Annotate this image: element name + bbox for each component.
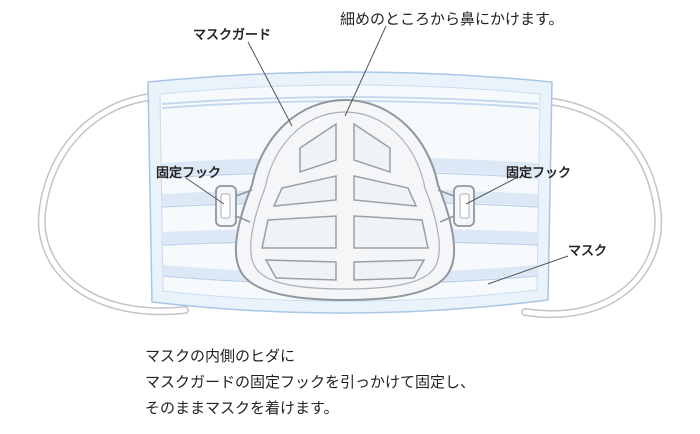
ear-loop-right [521,96,663,318]
fixing-hook-right [437,185,475,227]
fixing-hook-right-label: 固定フック [506,166,572,181]
fixing-hook-left-label: 固定フック [156,166,222,181]
leader-hook-left [185,177,225,205]
leader-lines [185,25,569,285]
leader-hook-right [465,177,517,205]
instruction-caption: マスクの内側のヒダに マスクガードの固定フックを引っかけて固定し、 そのままマス… [145,343,475,421]
leader-top-note [344,25,387,117]
mask-guard [234,98,456,302]
mask-guard-label: マスクガード [193,28,272,43]
caption-line-1: マスクの内側のヒダに [145,347,296,365]
mask-label: マスク [568,244,608,259]
caption-line-2: マスクガードの固定フックを引っかけて固定し、 [145,373,476,391]
caption-line-3: そのままマスクを着けます。 [145,399,339,417]
top-note-label: 細めのところから鼻にかけます。 [340,10,564,28]
leader-mask-guard [247,41,293,127]
leader-mask [487,255,569,285]
fixing-hook-left [215,185,253,227]
ear-loop-left [37,92,189,316]
